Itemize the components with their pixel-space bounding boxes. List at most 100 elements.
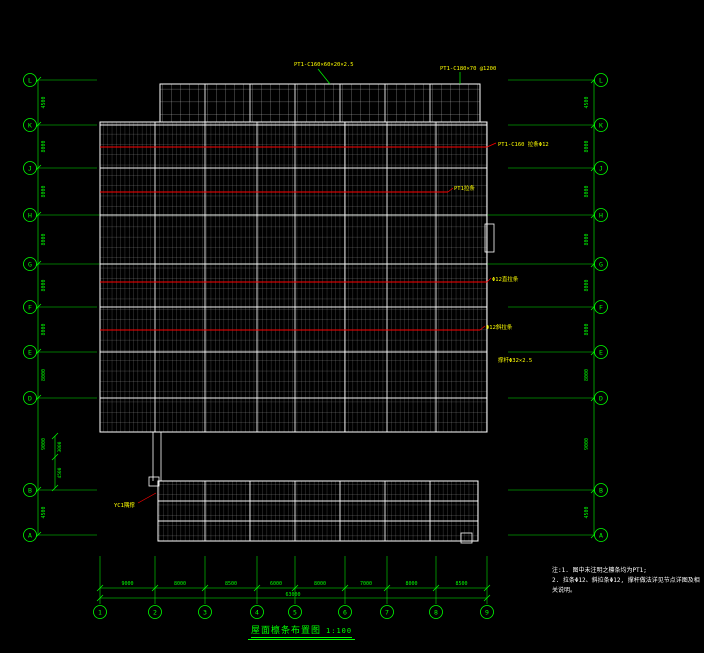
dim-text-right: 8000 <box>584 279 590 291</box>
axis-bubble-bottom-8-circle <box>429 605 443 619</box>
dim-text-bottom: 8500 <box>225 581 237 587</box>
annotation-leader-corner-brace <box>137 492 157 504</box>
axis-bubble-right-J-circle <box>594 161 608 175</box>
annotation-tie-right-1: PT1-C160 拉条Φ12 <box>498 140 549 148</box>
dim-text-total: 63000 <box>285 592 300 598</box>
dimension-layer: 4500 4500 8000 8000 8000 8000 8000 8000 8000 8000… <box>41 96 590 598</box>
dim-text-right: 8000 <box>584 185 590 197</box>
axis-bubble-left-K-circle <box>23 118 37 132</box>
annotation-tie-right-3: Φ12直拉条 <box>492 275 519 283</box>
dim-text-bottom: 8000 <box>314 581 326 587</box>
axis-bubble-left-A-circle <box>23 528 37 542</box>
annotation-leader-tie-right-4 <box>479 325 486 331</box>
axis-bubble-left-A-label: A <box>28 531 32 539</box>
annotation-purlin-top: PT1-C160×60×20×2.5 <box>294 62 354 68</box>
axis-grid-layer <box>34 76 598 604</box>
axis-bubble-right-F-label: F <box>599 303 603 311</box>
dim-text-left: 8000 <box>41 233 47 245</box>
dim-tick <box>51 432 59 440</box>
axis-bubble-left-J-circle <box>23 161 37 175</box>
axis-bubble-right-G-circle <box>594 257 608 271</box>
axis-bubble-left-D-label: D <box>28 394 32 402</box>
dim-tick <box>51 453 59 461</box>
axis-bubble-right-K-label: K <box>599 121 603 129</box>
annotation-leader-tie-right-3 <box>486 277 492 283</box>
axis-bubble-right-H-circle <box>594 208 608 222</box>
dim-text-right: 8000 <box>584 369 590 381</box>
note-line-2: 2. 拉条Φ12、斜拉条Φ12, 撑杆做法详见节点详图及相关说明。 <box>552 577 700 595</box>
dim-text-right: 4500 <box>584 96 590 108</box>
note-line-1: 注:1. 图中未注明之檩条均为PT1; <box>552 567 647 574</box>
dim-text-right: 4500 <box>584 506 590 518</box>
axis-bubble-right-E-label: E <box>599 348 603 356</box>
dim-text-left: 4500 <box>41 96 47 108</box>
dim-text-left-sub: 3000 <box>57 441 63 452</box>
axis-bubble-bottom-9-circle <box>480 605 494 619</box>
annotation-leader-purlin-top <box>317 68 331 85</box>
dim-text-bottom: 8500 <box>455 581 467 587</box>
axis-bubble-right-K-circle <box>594 118 608 132</box>
axis-bubble-left-F-circle <box>23 300 37 314</box>
dim-tick <box>253 584 261 592</box>
dim-text-right: 8000 <box>584 140 590 152</box>
edge-detail <box>460 532 473 544</box>
annotation-tie-right-2: PT1拉条 <box>454 184 475 192</box>
axis-bubble-right-L-label: L <box>599 76 603 84</box>
dim-text-bottom: 9000 <box>121 581 133 587</box>
axis-bubble-bottom-5-label: 5 <box>293 608 297 616</box>
dim-tick <box>291 584 299 592</box>
dim-text-bottom: 6000 <box>270 581 282 587</box>
dim-tick <box>483 584 491 592</box>
annotation-leader-tie-right-1 <box>486 142 497 148</box>
axis-bubble-bottom-2-label: 2 <box>153 608 157 616</box>
axis-bubble-left-J-label: J <box>28 164 32 172</box>
axis-bubble-left-E-label: E <box>28 348 32 356</box>
axis-bubble-left-E-circle <box>23 345 37 359</box>
dim-text-right: 9000 <box>584 438 590 450</box>
axis-bubble-left-D-circle <box>23 391 37 405</box>
dim-text-left: 8000 <box>41 185 47 197</box>
axis-bubble-right-G-label: G <box>599 260 603 268</box>
roof-plan-grid <box>99 121 488 433</box>
axis-bubble-bottom-7-circle <box>380 605 394 619</box>
dim-tick <box>383 584 391 592</box>
dim-tick <box>341 584 349 592</box>
axis-bubble-left-B-label: B <box>28 486 32 494</box>
axis-bubble-right-A-circle <box>594 528 608 542</box>
drawing-notes: 注:1. 图中未注明之檩条均为PT1; 2. 拉条Φ12、斜拉条Φ12, 撑杆做… <box>552 566 700 597</box>
axis-bubble-right-A-label: A <box>599 531 603 539</box>
dim-tick <box>96 584 104 592</box>
axis-bubble-right-D-circle <box>594 391 608 405</box>
axis-bubble-left-H-label: H <box>28 211 32 219</box>
axis-bubble-left-L-circle <box>23 73 37 87</box>
dim-text-bottom: 7000 <box>360 581 372 587</box>
axis-bubble-left-K-label: K <box>28 121 32 129</box>
annotation-purlin-top-right: PT1-C180×70 @1200 <box>440 66 496 72</box>
axis-bubble-bottom-1-label: 1 <box>98 608 102 616</box>
axis-bubble-bottom-8-label: 8 <box>434 608 438 616</box>
dim-text-bottom: 8000 <box>174 581 186 587</box>
dim-text-right: 8000 <box>584 323 590 335</box>
axis-bubble-bottom-4-label: 4 <box>255 608 259 616</box>
axis-bubble-left-L-label: L <box>28 76 32 84</box>
axis-bubble-left-F-label: F <box>28 303 32 311</box>
lower-strip-grid <box>157 480 479 542</box>
dim-text-left: 8000 <box>41 140 47 152</box>
dim-text-left: 4500 <box>41 506 47 518</box>
dim-text-left: 8000 <box>41 279 47 291</box>
axis-bubble-left-B-circle <box>23 483 37 497</box>
axis-bubble-bottom-3-circle <box>198 605 212 619</box>
canopy-grid <box>159 83 481 123</box>
dim-tick <box>432 584 440 592</box>
dim-tick <box>96 594 104 602</box>
axis-bubble-right-B-label: B <box>599 486 603 494</box>
tie-rod-layer <box>100 146 487 331</box>
axis-bubble-right-B-circle <box>594 483 608 497</box>
axis-bubble-bottom-2-circle <box>148 605 162 619</box>
dim-text-left: 9000 <box>41 438 47 450</box>
dim-text-right: 8000 <box>584 233 590 245</box>
annotation-tie-right-4: Φ12斜拉条 <box>486 323 513 331</box>
